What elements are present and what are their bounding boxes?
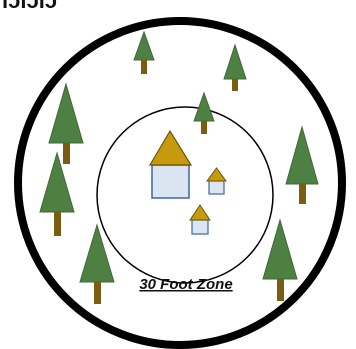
pine-tree-icon xyxy=(224,45,246,91)
house-icon xyxy=(207,168,226,194)
house-icon xyxy=(150,131,191,198)
pine-tree-icon xyxy=(194,93,214,134)
pine-tree-icon xyxy=(134,32,154,74)
pine-tree-icon xyxy=(40,153,74,236)
inner-zone-label: 30 Foot Zone xyxy=(139,276,232,293)
pine-tree-icon xyxy=(49,84,83,164)
pine-tree-icon xyxy=(263,220,297,301)
pine-tree-icon xyxy=(80,225,114,304)
houses-group xyxy=(150,131,226,234)
pine-tree-icon xyxy=(286,127,318,204)
house-icon xyxy=(190,205,210,234)
top-text-fragment: ıɔlɔlɔ xyxy=(2,0,57,13)
